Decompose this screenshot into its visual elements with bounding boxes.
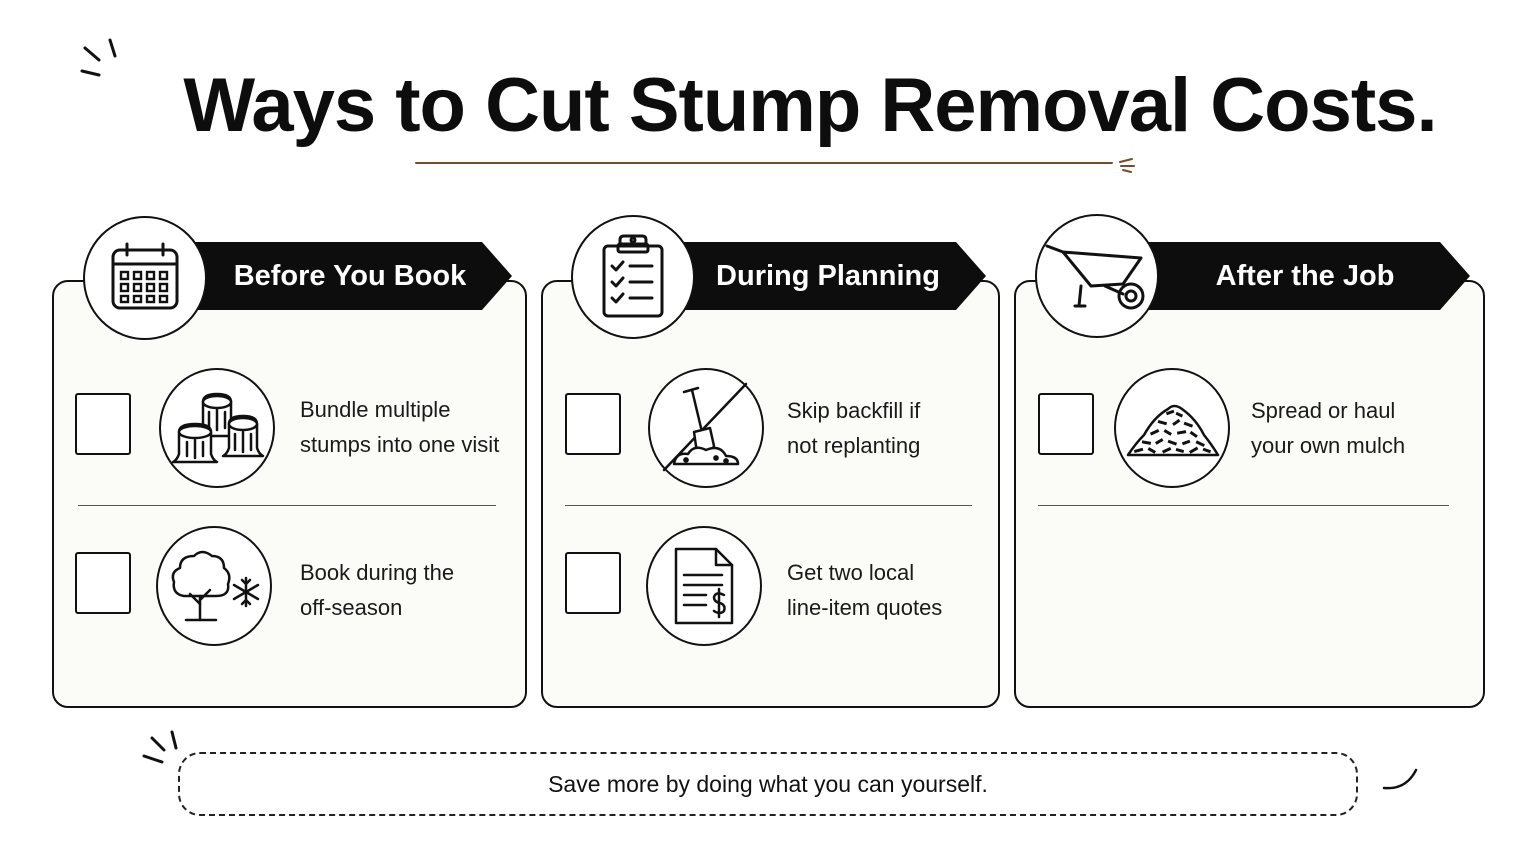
card-during-planning (541, 280, 1000, 708)
item-text-mulch: Spread or haul your own mulch (1251, 398, 1406, 458)
section-heading: During Planning (716, 259, 940, 292)
checkbox-bundle-stumps[interactable] (75, 393, 131, 455)
item-text-skip-backfill: Skip backfill if not replanting (787, 398, 921, 458)
footer-text: Save more by doing what you can yourself… (548, 770, 988, 797)
checkbox-skip-backfill[interactable] (565, 393, 621, 455)
card-before-you-book (52, 280, 527, 708)
item-icon-circle (159, 368, 275, 488)
divider (565, 505, 972, 506)
item-text-off-season: Book during the off-season (300, 560, 455, 620)
checkbox-off-season[interactable] (75, 552, 131, 614)
banner-before-you-book: Before You Book (170, 242, 512, 310)
sparkle-icon-underline (1119, 158, 1135, 173)
item-icon-circle (156, 526, 272, 646)
divider (78, 505, 496, 506)
item-icon-circle (646, 526, 762, 646)
mulch-pile-icon (1126, 404, 1220, 457)
swoosh-icon-bottom-right (1382, 768, 1418, 790)
tree-snowflake-icon (171, 550, 260, 622)
checkbox-mulch[interactable] (1038, 393, 1094, 455)
banner-during-planning: During Planning (660, 242, 986, 310)
invoice-dollar-icon (674, 547, 734, 625)
calendar-icon (111, 242, 179, 310)
no-shovel-icon (662, 382, 748, 472)
divider (1038, 505, 1449, 506)
title-underline (415, 162, 1113, 164)
item-icon-circle (648, 368, 764, 488)
section-heading: Before You Book (233, 259, 467, 292)
page-title: Ways to Cut Stump Removal Costs. (183, 63, 1437, 148)
item-text-bundle: Bundle multiple stumps into one visit (300, 397, 500, 457)
stumps-icon (171, 392, 265, 464)
checkbox-two-quotes[interactable] (565, 552, 621, 614)
banner-after-the-job: After the Job (1140, 242, 1470, 310)
header-icon-circle-1 (83, 216, 207, 340)
section-heading: After the Job (1215, 259, 1395, 292)
footer-tip-box: Save more by doing what you can yourself… (178, 752, 1358, 816)
card-after-the-job (1014, 280, 1485, 708)
header-icon-circle-3 (1035, 214, 1159, 338)
item-icon-circle (1114, 368, 1230, 488)
item-text-two-quotes: Get two local line-item quotes (787, 560, 943, 620)
sparkle-icon-bottom-left (142, 730, 178, 764)
sparkle-icon-top-left (80, 38, 117, 77)
wheelbarrow-icon (1045, 244, 1145, 310)
header-icon-circle-2 (571, 215, 695, 339)
clipboard-checklist-icon (602, 234, 664, 318)
